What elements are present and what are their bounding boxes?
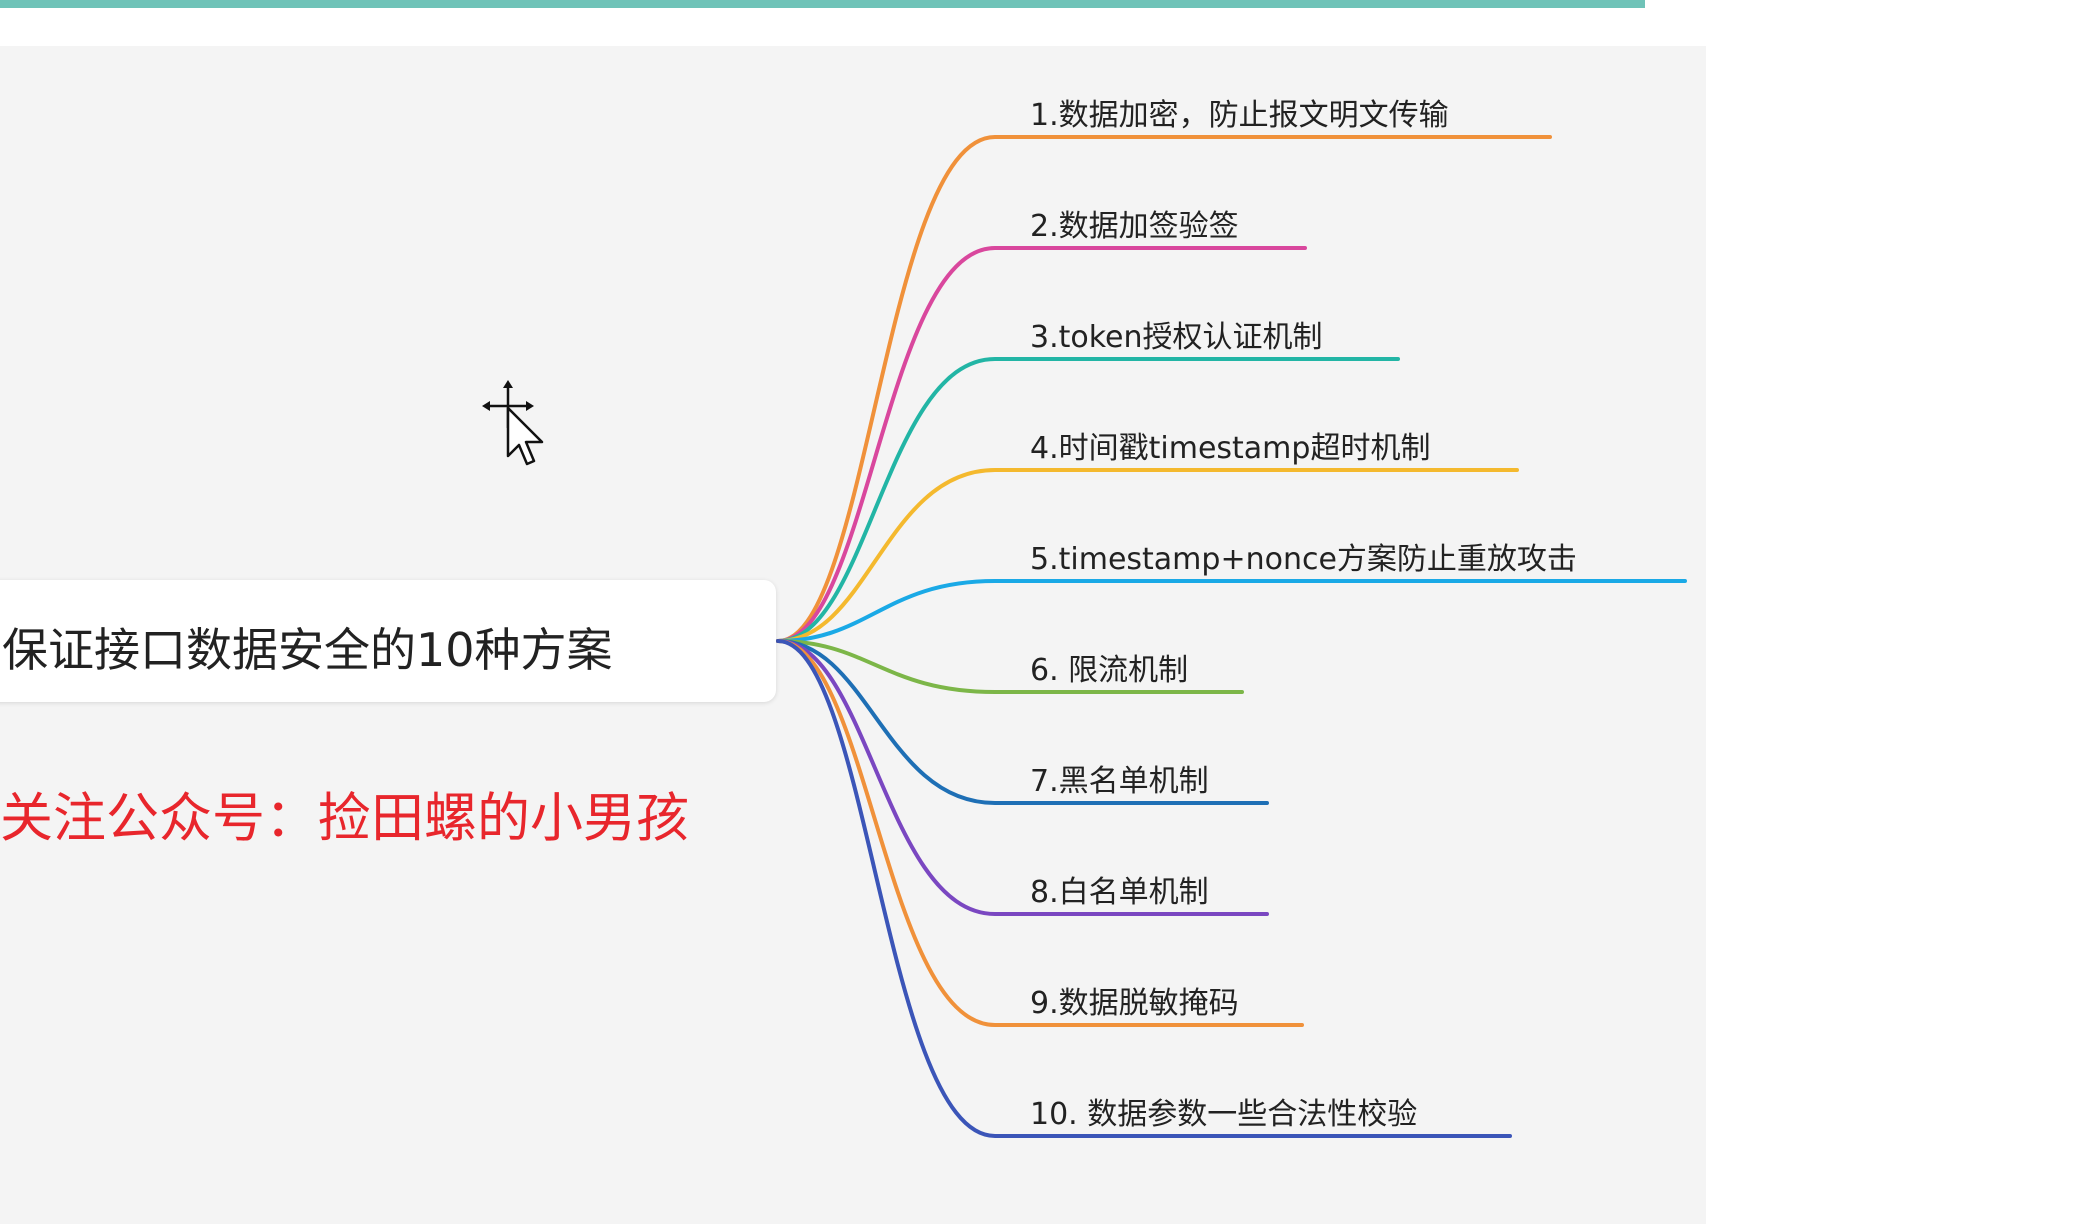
accent-bar: [0, 0, 1645, 8]
branch-label-2[interactable]: 2.数据加签验签: [1030, 209, 1239, 244]
branch-line-5: [776, 579, 1687, 643]
branch-line-2: [776, 246, 1307, 643]
branch-line-3: [776, 357, 1400, 643]
branch-label-8[interactable]: 8.白名单机制: [1030, 875, 1209, 910]
move-cursor-icon: [482, 380, 544, 466]
branch-label-4[interactable]: 4.时间戳timestamp超时机制: [1030, 431, 1430, 466]
branch-label-1[interactable]: 1.数据加密，防止报文明文传输: [1030, 98, 1449, 133]
center-node-label: 保证接口数据安全的10种方案: [2, 623, 613, 677]
branch-line-4: [776, 468, 1519, 643]
branch-label-7[interactable]: 7.黑名单机制: [1030, 764, 1209, 799]
branch-label-3[interactable]: 3.token授权认证机制: [1030, 320, 1323, 355]
center-node[interactable]: [0, 580, 776, 702]
branch-label-9[interactable]: 9.数据脱敏掩码: [1030, 986, 1239, 1021]
branch-line-8: [776, 639, 1269, 916]
branch-line-9: [776, 639, 1304, 1027]
promo-text: 关注公众号：捡田螺的小男孩: [0, 788, 689, 849]
branch-line-6: [776, 639, 1244, 694]
branch-line-1: [776, 135, 1552, 643]
branch-label-5[interactable]: 5.timestamp+nonce方案防止重放攻击: [1030, 542, 1577, 577]
branch-line-10: [776, 639, 1512, 1138]
branch-label-10[interactable]: 10. 数据参数一些合法性校验: [1030, 1097, 1417, 1132]
branch-line-7: [776, 639, 1269, 805]
branch-label-6[interactable]: 6. 限流机制: [1030, 653, 1188, 688]
